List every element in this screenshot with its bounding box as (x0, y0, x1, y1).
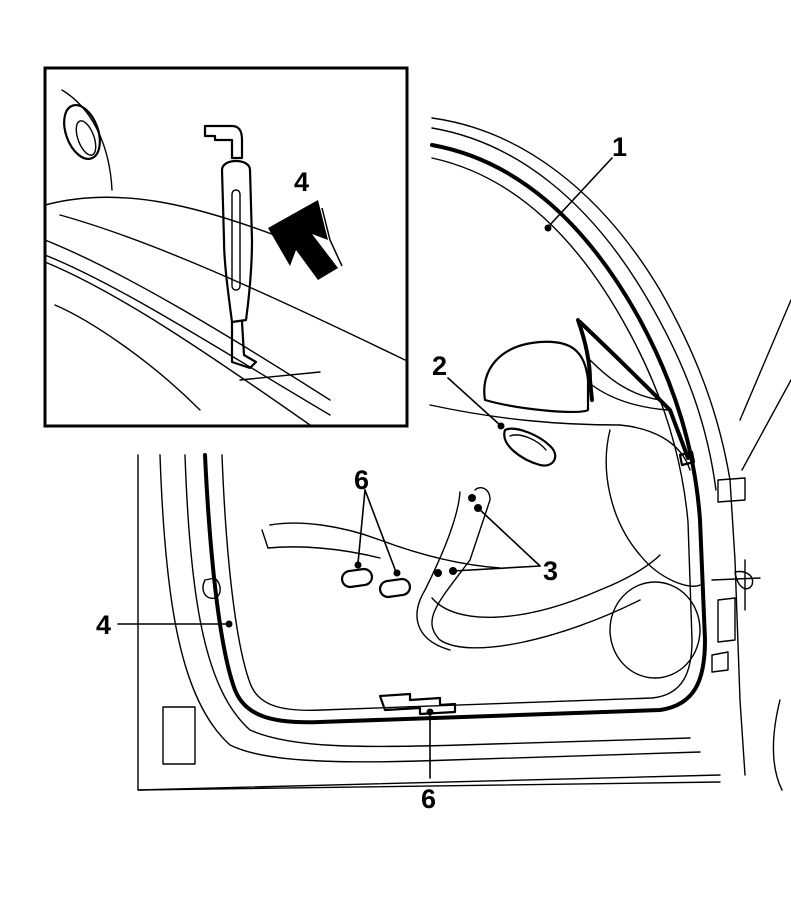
callout-1: 1 (612, 132, 627, 162)
leader-lines (117, 157, 613, 779)
callout-2: 2 (432, 351, 447, 381)
trim-removal-tool (203, 124, 258, 370)
pull-direction-arrow-icon (268, 200, 343, 280)
callout-4-inset: 4 (294, 167, 309, 197)
door-opening-drawing (137, 117, 791, 791)
inset-detail-panel (43, 66, 409, 428)
callout-4-side: 4 (96, 610, 111, 640)
door-seal-weatherstrip (203, 143, 707, 725)
callout-6-top: 6 (354, 465, 369, 495)
callout-3: 3 (543, 556, 558, 586)
callout-6-bottom: 6 (421, 784, 436, 814)
